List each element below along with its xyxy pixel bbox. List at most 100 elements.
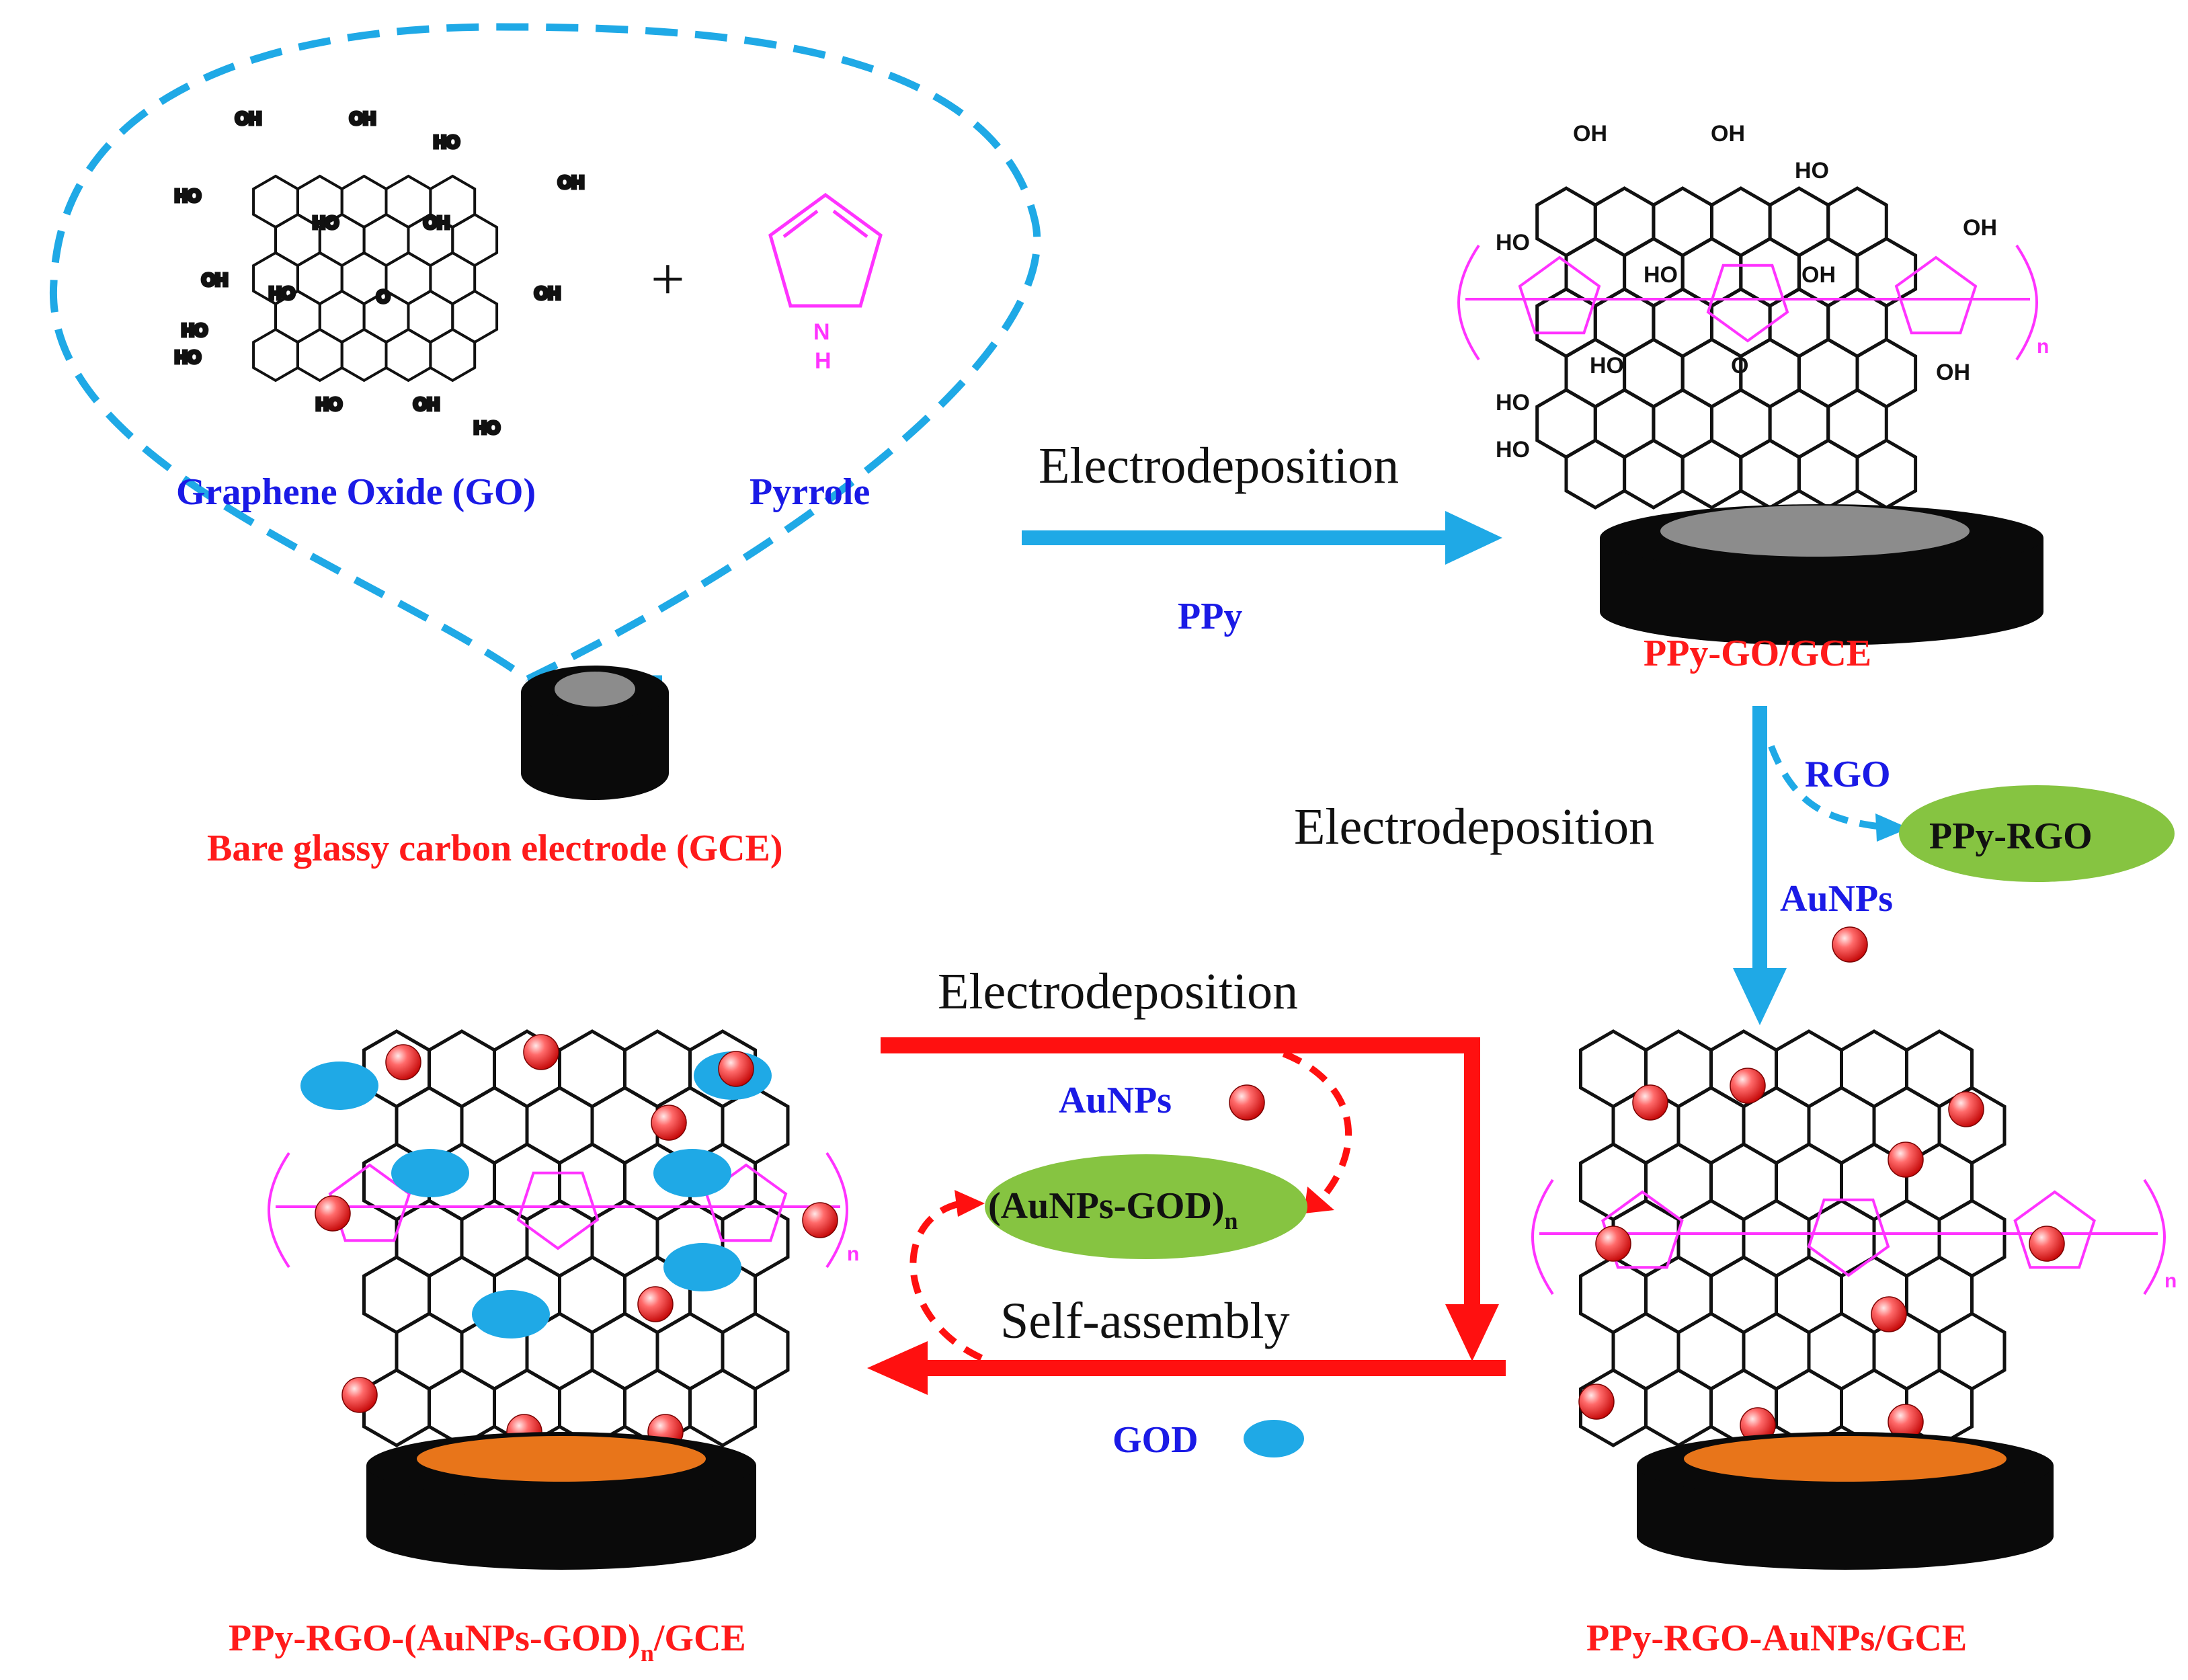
arrow-electrodeposition-3 [881, 1037, 1499, 1361]
aunp-sphere [385, 1044, 421, 1080]
final-label-sub: n [641, 1640, 654, 1667]
aunp-sphere [802, 1202, 838, 1238]
aunp-sphere [315, 1195, 351, 1232]
god-enzyme [653, 1149, 731, 1197]
pyrrole-unit [1706, 264, 1789, 343]
ppy-go-group-label: OH [1573, 121, 1607, 147]
aunps-label-right: AuNPs [1780, 878, 1893, 920]
hex-ring [1797, 438, 1859, 510]
go-group-label: OH [413, 394, 440, 414]
god-enzyme [300, 1062, 378, 1110]
ppy-rgo-label: PPy-RGO [1929, 815, 2093, 857]
aunps-god-n-main: (AuNPs-GOD) [988, 1185, 1225, 1227]
hex-ring [1680, 438, 1743, 510]
hex-ring [428, 1368, 496, 1447]
final-label-main-b: /GCE [653, 1617, 746, 1659]
bare-gce-label: Bare glassy carbon electrode (GCE) [207, 828, 782, 869]
ppy-go-group-label: HO [1496, 230, 1530, 255]
poly-n-subscript: n [2164, 1270, 2177, 1292]
aunp-sphere [1948, 1091, 1984, 1127]
hex-ring [296, 327, 343, 383]
aunp-sphere [1632, 1084, 1668, 1121]
pyrrole-unit [516, 1171, 600, 1250]
electrodeposition-label-3: Electrodeposition [938, 963, 1298, 1020]
aunp-sphere [637, 1286, 674, 1322]
ppy-go-group-label: HO [1644, 262, 1678, 288]
god-enzyme [663, 1243, 741, 1291]
pyrrole-unit [2013, 1190, 2096, 1269]
final-label-main-a: PPy-RGO-(AuNPs-GOD) [229, 1617, 641, 1659]
plus-sign: + [651, 246, 685, 313]
arrow-electrodeposition-1 [1022, 511, 1502, 565]
aunp-sphere [2029, 1226, 2065, 1262]
pyrrole-ring [768, 192, 883, 308]
go-lattice [252, 174, 499, 383]
ppy-rgo-aunps-gce-label: PPy-RGO-AuNPs/GCE [1586, 1617, 1967, 1659]
go-group-label: HO [181, 320, 208, 340]
go-group-label: HO [313, 212, 339, 233]
ppy-label: PPy [1178, 596, 1242, 637]
go-group-label: HO [316, 394, 342, 414]
aunp-sphere [1888, 1142, 1924, 1178]
god-enzyme [472, 1290, 550, 1338]
go-group-label: HO [434, 132, 460, 152]
ppy-go-group-label: O [1731, 353, 1748, 378]
ppy-go-group-label: OH [1801, 262, 1836, 288]
pyrrole-unit [1518, 255, 1601, 335]
go-group-label: OH [235, 108, 261, 128]
final-structure: n [268, 1029, 859, 1450]
aunp-sphere [523, 1034, 559, 1070]
pyrrole-unit [1807, 1198, 1890, 1277]
hex-ring [340, 327, 388, 383]
god-enzyme [391, 1149, 469, 1197]
ppy-go-group-label: HO [1795, 158, 1829, 184]
pyrrole-unit [1894, 255, 1978, 335]
hex-ring [1644, 1368, 1713, 1447]
ppy-rgo-aunps-structure: n [1531, 1029, 2177, 1447]
hex-ring [384, 327, 432, 383]
ppy-go-group-label: HO [1590, 353, 1624, 378]
hex-ring [1564, 438, 1627, 510]
hex-ring [252, 327, 299, 383]
aunps-god-n-label: (AuNPs-GOD)n [988, 1185, 1238, 1234]
aunp-sphere [1871, 1296, 1907, 1332]
ppy-go-group-label: HO [1496, 390, 1530, 415]
pyrrole-h: H [815, 348, 832, 374]
arrow-electrodeposition-2 [1733, 706, 1909, 1025]
ppy-rgo-ellipse [1899, 785, 2175, 882]
go-group-label: OH [202, 270, 228, 290]
aunp-legend-center [1229, 1084, 1265, 1121]
ppy-go-group-label: OH [1711, 121, 1745, 147]
ppy-go-gce-label: PPy-GO/GCE [1644, 633, 1871, 674]
electrodeposition-label-1: Electrodeposition [1039, 438, 1399, 494]
hex-ring [362, 1368, 431, 1447]
go-group-label: HO [474, 417, 500, 438]
aunps-label-center: AuNPs [1059, 1080, 1172, 1121]
final-electrode [366, 1432, 756, 1570]
pyrrole-n: N [813, 319, 830, 345]
aunp-sphere [1730, 1068, 1766, 1104]
go-group-label: O [376, 286, 390, 307]
self-assembly-label: Self-assembly [1000, 1293, 1290, 1349]
go-group-label: HO [175, 186, 201, 206]
rgo-label: RGO [1805, 754, 1891, 795]
go-group-label: OH [423, 212, 450, 233]
aunp-sphere [1595, 1226, 1631, 1262]
ppy-go-lattice [1535, 186, 1918, 510]
aunp-sphere [651, 1105, 687, 1141]
hex-ring [1623, 438, 1685, 510]
aunp-sphere [341, 1377, 378, 1413]
go-label: Graphene Oxide (GO) [176, 471, 536, 513]
electrodeposition-label-2: Electrodeposition [1294, 799, 1654, 855]
pyrrole-label: Pyrrole [749, 471, 870, 513]
arrow-self-assembly [867, 1341, 1506, 1395]
go-group-label: HO [269, 283, 295, 303]
aunp-sphere [1578, 1384, 1615, 1420]
god-label: GOD [1112, 1419, 1199, 1461]
go-group-label: OH [350, 108, 376, 128]
ppy-go-electrode [1600, 504, 2043, 645]
